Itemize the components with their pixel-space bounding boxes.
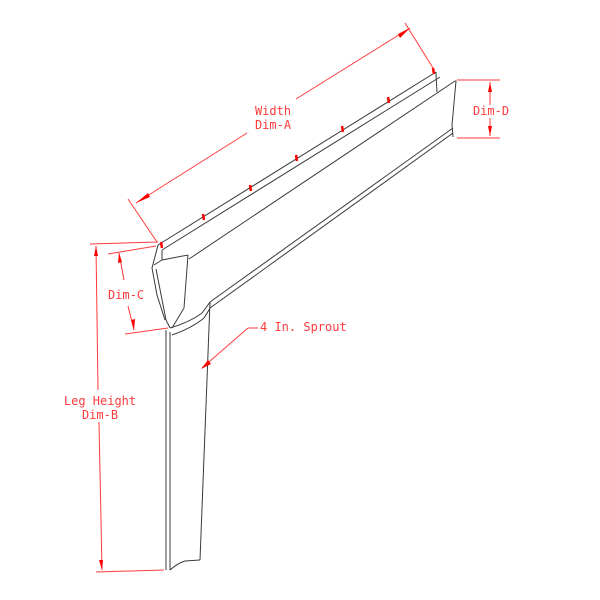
dimension-leg-height: [89, 241, 165, 573]
dimension-d: [457, 79, 500, 139]
leg-height-label-line2: Dim-B: [81, 408, 119, 422]
width-label-line2: Dim-A: [254, 118, 292, 132]
sprout-label: 4 In. Sprout: [260, 320, 347, 334]
width-label-line1: Width: [254, 104, 292, 118]
dimension-c: [107, 245, 169, 335]
dimension-width: [127, 22, 434, 243]
dim-c-label: Dim-C: [107, 288, 145, 302]
dim-d-label: Dim-D: [472, 104, 510, 118]
sprout-leader: [201, 327, 258, 369]
rail-tick-marks: [159, 67, 436, 249]
leg-height-label: Leg Height Dim-B: [56, 394, 144, 422]
width-label: Width Dim-A: [246, 104, 300, 132]
leg-height-label-line1: Leg Height: [63, 394, 137, 408]
bracket-geometry: [151, 71, 457, 571]
